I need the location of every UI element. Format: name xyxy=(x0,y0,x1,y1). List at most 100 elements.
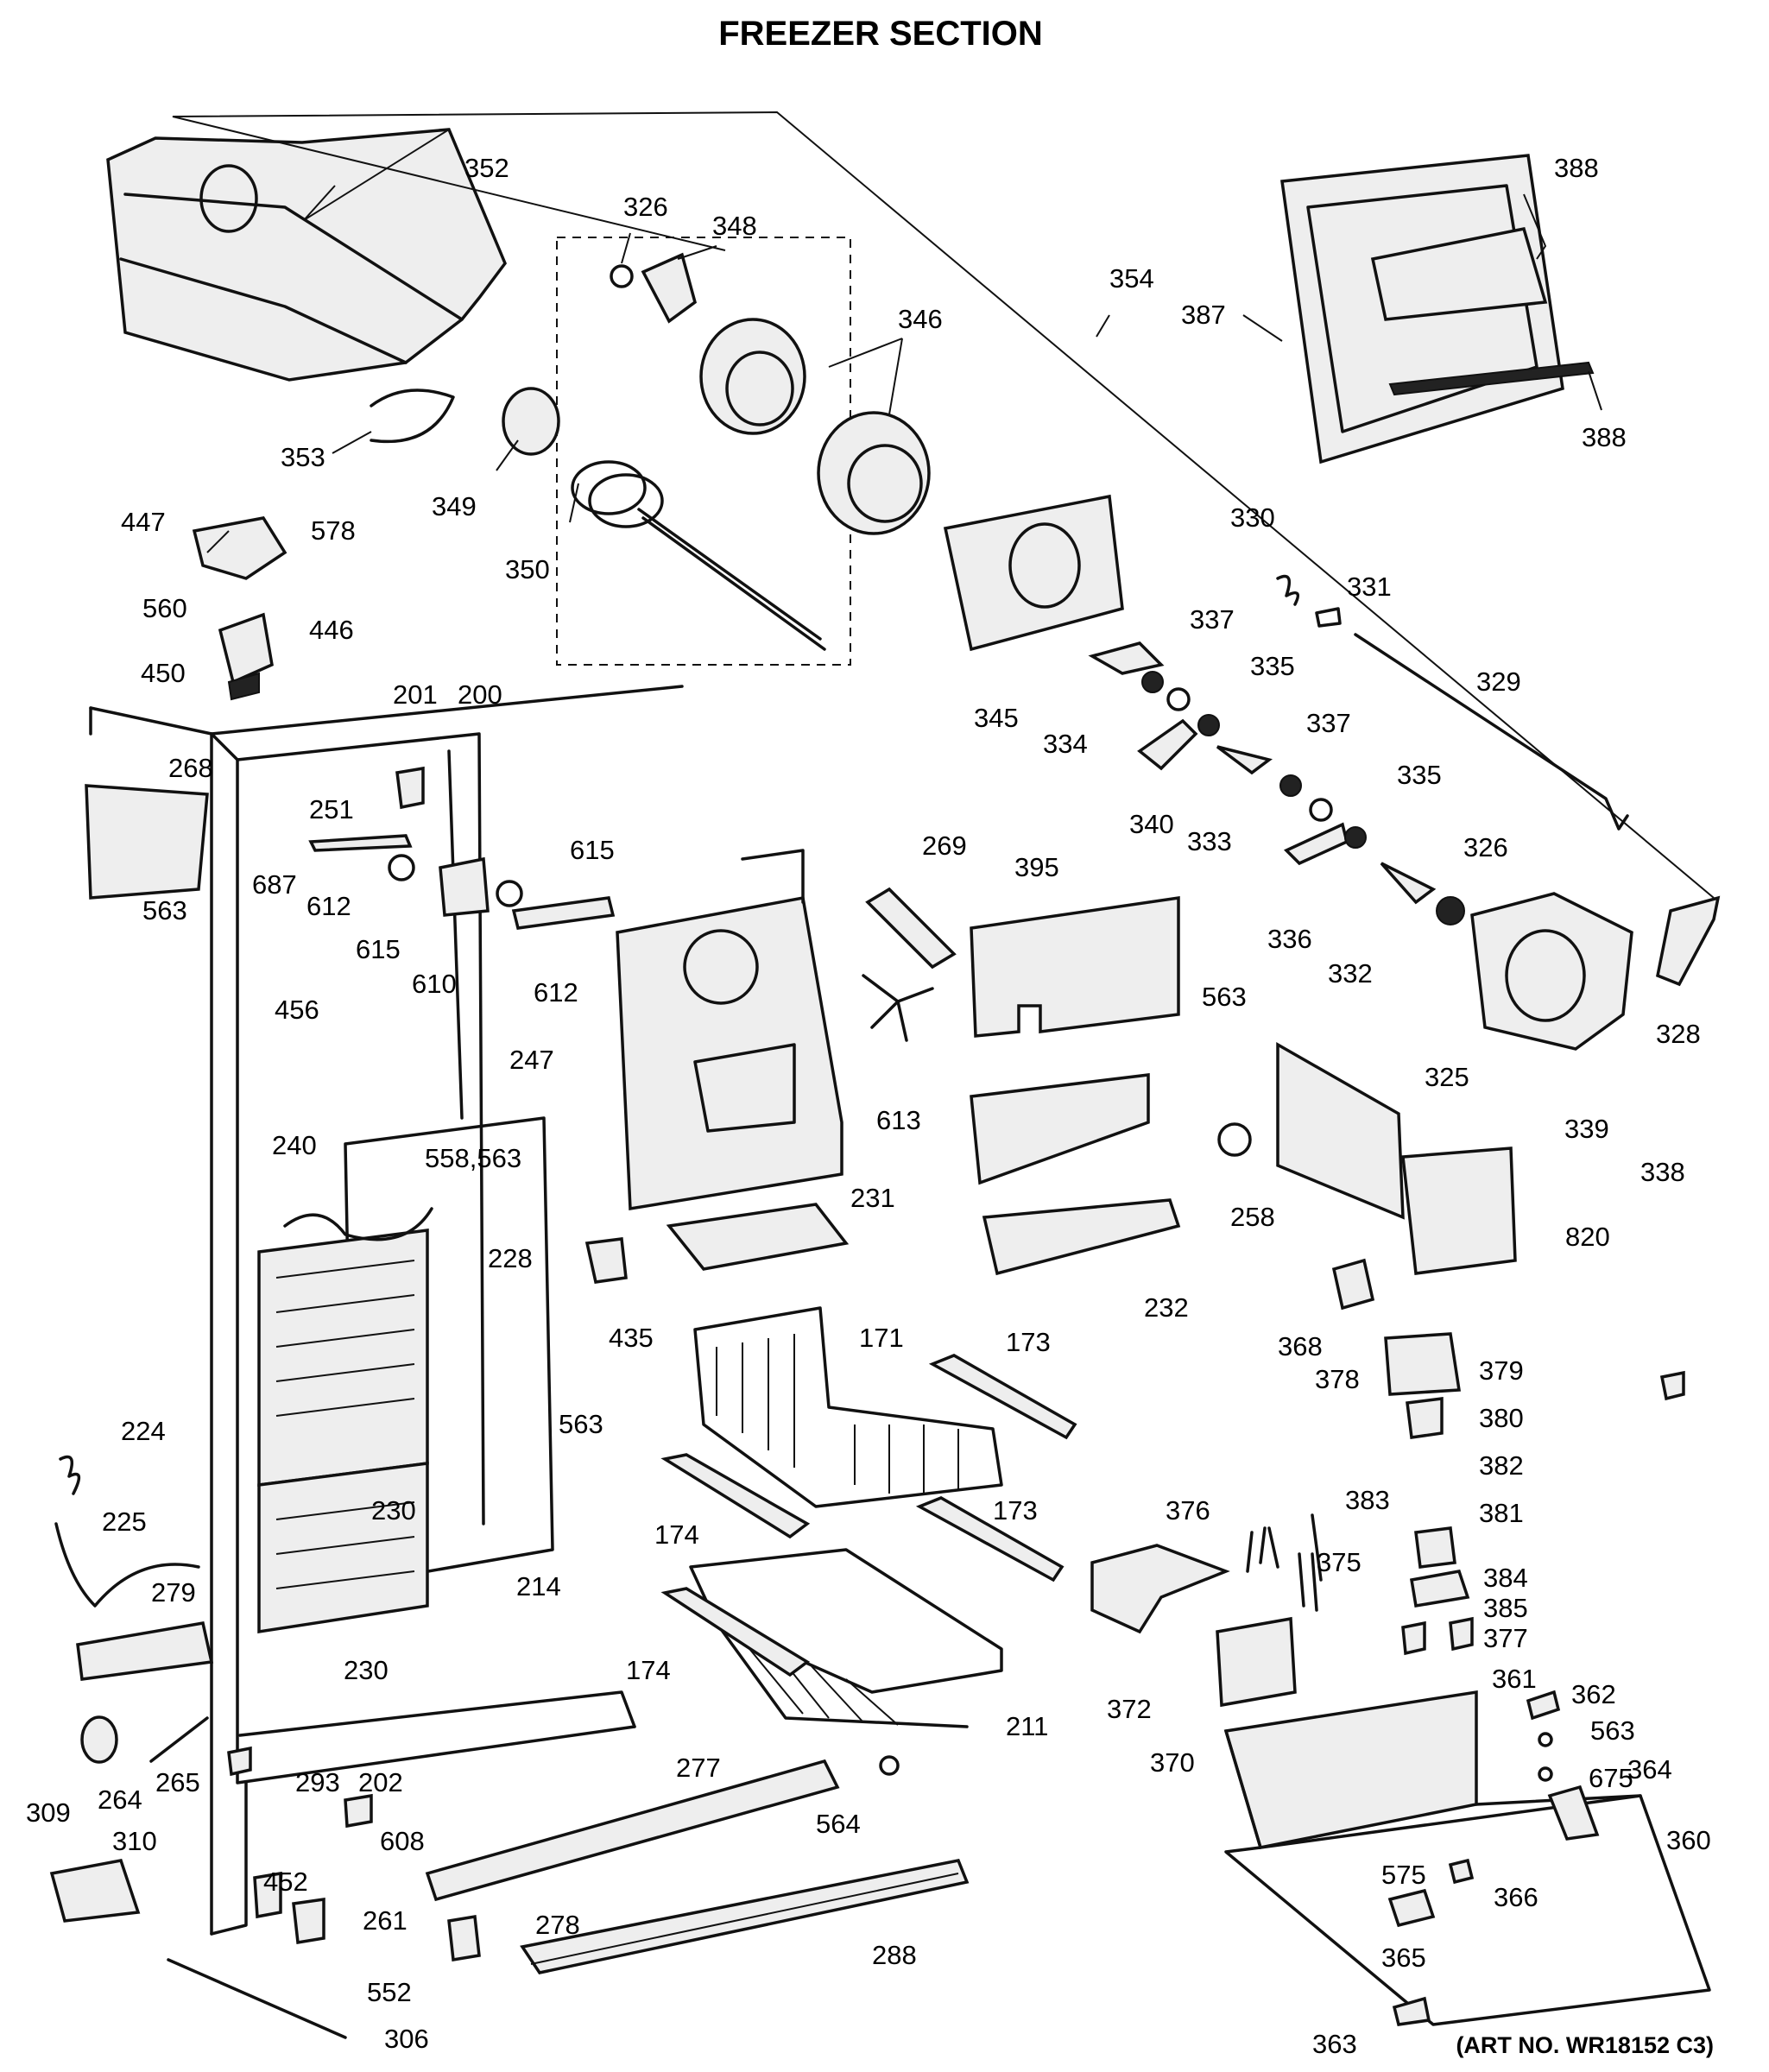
callout-label: 332 xyxy=(1328,958,1373,989)
callout-label: 337 xyxy=(1190,604,1235,635)
callout-label: 563 xyxy=(1202,982,1247,1012)
callout-label: 335 xyxy=(1250,651,1295,681)
callout-label: 395 xyxy=(1014,852,1059,882)
callout-label: 339 xyxy=(1564,1114,1609,1144)
callout-label: 456 xyxy=(275,995,319,1025)
callout-label: 452 xyxy=(263,1867,308,1897)
callout-label: 336 xyxy=(1267,924,1312,954)
callout-label: 615 xyxy=(570,835,615,865)
callout-label: 675 xyxy=(1589,1763,1633,1793)
callout-label: 325 xyxy=(1425,1062,1469,1092)
tray-231-part xyxy=(666,1203,850,1271)
callout-label: 345 xyxy=(974,703,1019,733)
callout-label: 366 xyxy=(1494,1882,1538,1912)
art-number-label: (ART NO. WR18152 C3) xyxy=(1456,2032,1714,2058)
callout-label: 435 xyxy=(609,1323,654,1353)
callout-label: 330 xyxy=(1230,502,1275,533)
callout-label: 354 xyxy=(1109,263,1154,294)
cabinet-frame-part xyxy=(89,685,684,1936)
callout-label: 268 xyxy=(168,753,213,783)
callout-label: 269 xyxy=(922,831,967,861)
ice-maker-part xyxy=(1217,1041,1517,1275)
callout-label: 446 xyxy=(309,615,354,645)
callout-label: 370 xyxy=(1150,1747,1195,1778)
callout-label: 447 xyxy=(121,507,166,537)
callout-label: 687 xyxy=(252,869,297,900)
cam-parts xyxy=(1088,641,1437,905)
auger-panel-part xyxy=(943,494,1124,652)
callout-label: 563 xyxy=(1590,1715,1635,1746)
callout-label: 372 xyxy=(1107,1694,1152,1724)
callout-label: 279 xyxy=(151,1577,196,1608)
callout-label: 310 xyxy=(112,1826,157,1856)
callout-label: 265 xyxy=(155,1767,200,1797)
callout-label: 261 xyxy=(363,1905,408,1936)
callout-label: 608 xyxy=(380,1826,425,1856)
callout-label: 360 xyxy=(1666,1825,1711,1855)
tray-258-part xyxy=(970,1073,1150,1185)
small-hardware xyxy=(85,516,1685,2026)
callout-label: 326 xyxy=(623,192,668,222)
callout-label: 337 xyxy=(1306,708,1351,738)
callout-label: 211 xyxy=(1006,1711,1048,1741)
callout-label: 382 xyxy=(1479,1450,1524,1481)
callout-label: 293 xyxy=(295,1767,340,1797)
callout-label: 381 xyxy=(1479,1498,1524,1528)
callout-label: 352 xyxy=(464,153,509,183)
callout-label: 387 xyxy=(1181,300,1226,330)
lower-hardware xyxy=(49,1455,970,2039)
callout-label: 200 xyxy=(458,679,502,710)
auger-region-outline xyxy=(556,237,851,666)
cover-372-part xyxy=(1090,1544,1230,1634)
evaporator-part xyxy=(257,1116,554,1634)
callout-label: 174 xyxy=(626,1655,671,1685)
callout-label: 230 xyxy=(344,1655,389,1685)
callout-label: 240 xyxy=(272,1130,317,1160)
callout-label: 247 xyxy=(509,1045,554,1075)
callout-label: 364 xyxy=(1627,1754,1672,1785)
auger-parts xyxy=(502,252,931,651)
callout-label: 361 xyxy=(1492,1664,1537,1694)
tray-232-part xyxy=(982,1198,1181,1276)
callout-label: 232 xyxy=(1144,1292,1189,1323)
callout-label: 362 xyxy=(1571,1679,1616,1709)
callout-label: 228 xyxy=(488,1243,533,1273)
shroud-part xyxy=(616,849,843,1211)
basket-upper-part xyxy=(693,1306,1003,1508)
callout-label: 278 xyxy=(535,1910,580,1940)
callout-label: 224 xyxy=(121,1416,166,1446)
callout-label: 365 xyxy=(1381,1942,1426,1973)
callout-label: 578 xyxy=(311,515,356,546)
callout-labels: 352 326 348 346 354 388 387 388 353 349 … xyxy=(26,153,1711,2059)
rail-173-upper xyxy=(928,1354,1077,1440)
callout-label: 171 xyxy=(859,1323,904,1353)
callout-label: 552 xyxy=(367,1977,412,2007)
callout-label: 388 xyxy=(1554,153,1599,183)
callout-label: 378 xyxy=(1315,1364,1360,1394)
callout-label: 338 xyxy=(1640,1157,1685,1187)
callout-label: 610 xyxy=(412,969,457,999)
spring-part xyxy=(1276,574,1300,606)
callout-label: 340 xyxy=(1129,809,1174,839)
callout-label: 380 xyxy=(1479,1403,1524,1433)
callout-label: 368 xyxy=(1278,1331,1323,1361)
rail-174-lower xyxy=(660,1587,811,1677)
callout-label: 201 xyxy=(393,679,438,710)
fan-blade-part xyxy=(862,974,934,1042)
callout-label: 820 xyxy=(1565,1222,1610,1252)
callout-label: 350 xyxy=(505,554,550,584)
callout-label: 214 xyxy=(516,1571,561,1601)
callout-label: 230 xyxy=(371,1495,416,1526)
callout-label: 385 xyxy=(1483,1593,1528,1623)
callout-label: 379 xyxy=(1479,1355,1524,1386)
callout-label: 258 xyxy=(1230,1202,1275,1232)
callout-label: 563 xyxy=(559,1409,603,1439)
callout-label: 363 xyxy=(1312,2029,1357,2059)
callout-label: 377 xyxy=(1483,1623,1528,1653)
cover-part xyxy=(970,895,1180,1038)
callout-label: 558,563 xyxy=(425,1143,521,1173)
callout-label: 450 xyxy=(141,658,186,688)
callout-label: 564 xyxy=(816,1809,861,1839)
callout-label: 326 xyxy=(1463,832,1508,862)
